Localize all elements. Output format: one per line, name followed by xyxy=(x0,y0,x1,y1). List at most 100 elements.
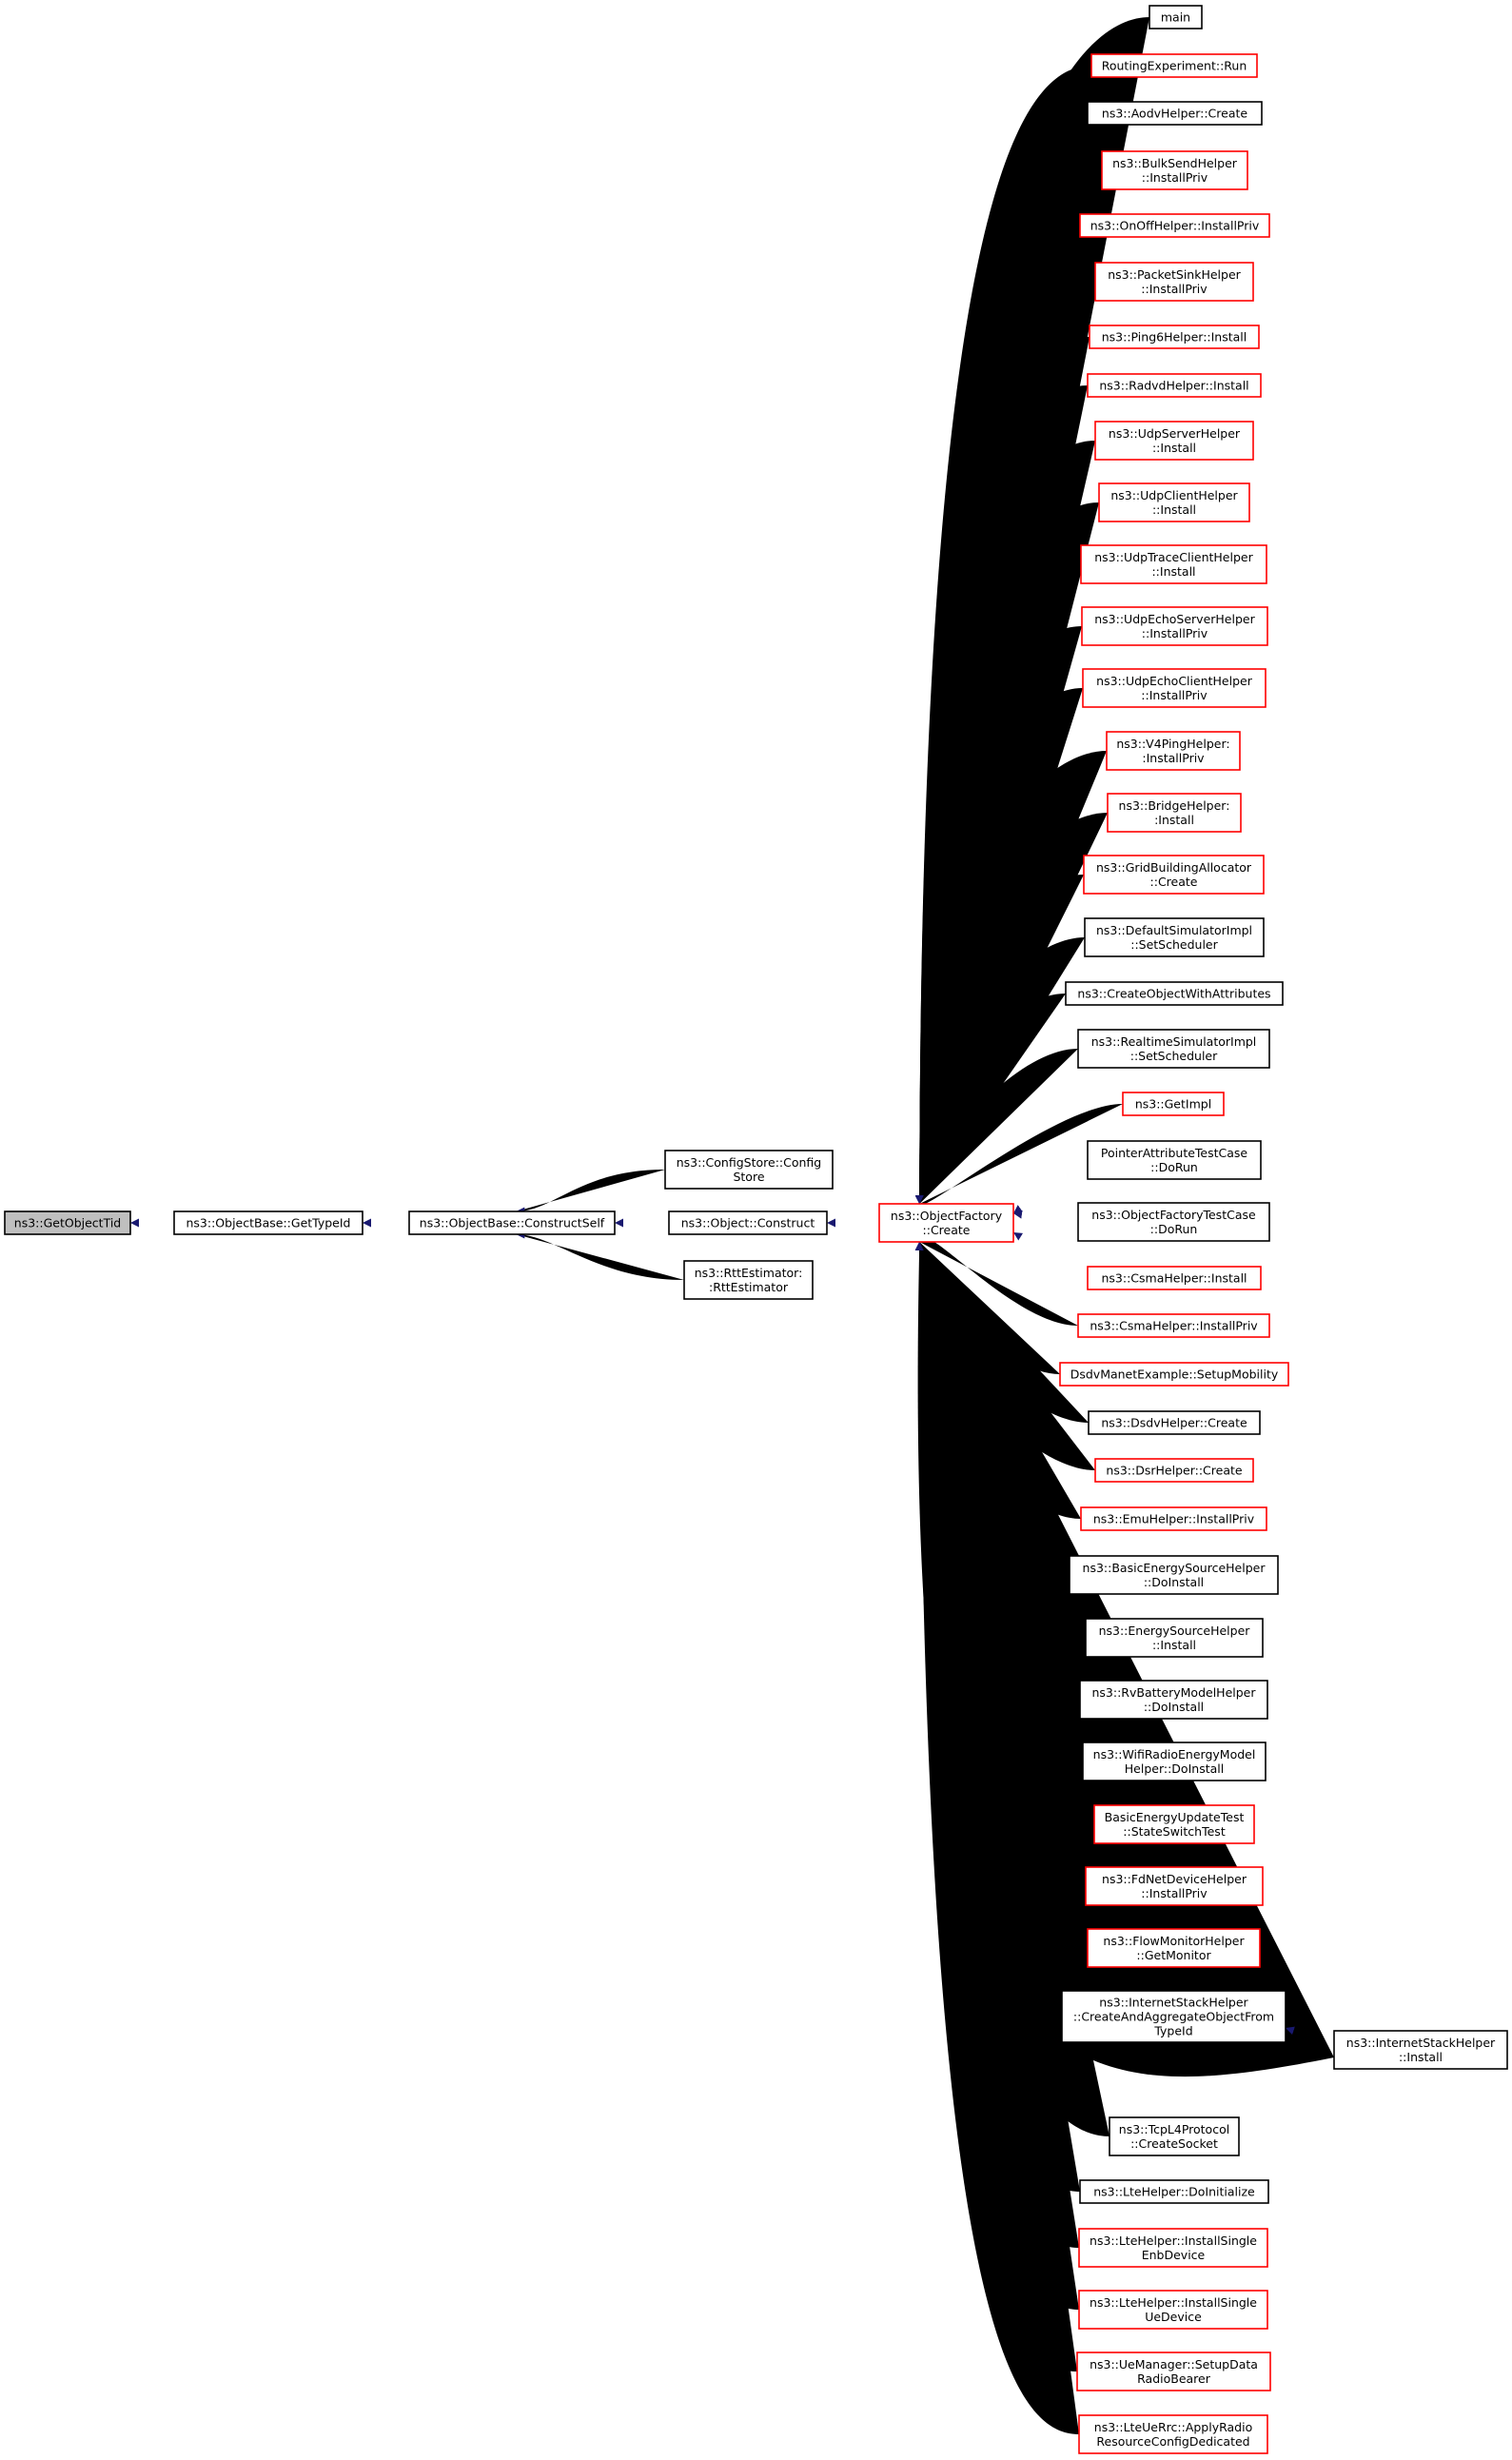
node-dsrhelper-create[interactable]: ns3::DsrHelper::Create xyxy=(1094,1458,1254,1483)
node-csmahelper-installpriv[interactable]: ns3::CsmaHelper::InstallPriv xyxy=(1077,1313,1270,1338)
node-ltehelper-doinitialize[interactable]: ns3::LteHelper::DoInitialize xyxy=(1079,2179,1269,2204)
node-main[interactable]: main xyxy=(1149,5,1203,30)
node-objectbase-constructself[interactable]: ns3::ObjectBase::ConstructSelf xyxy=(408,1210,616,1235)
node-label: ns3::RttEstimator: xyxy=(695,1266,803,1280)
node-dsdvhelper-create[interactable]: ns3::DsdvHelper::Create xyxy=(1088,1410,1261,1435)
node-label: ::InstallPriv xyxy=(1141,688,1208,702)
node-label: ::GetMonitor xyxy=(1136,1948,1211,1962)
node-tcpl4protocol-createsocket[interactable]: ns3::TcpL4Protocol::CreateSocket xyxy=(1109,2116,1240,2156)
node-objectfactorytestcase-dorun[interactable]: ns3::ObjectFactoryTestCase::DoRun xyxy=(1077,1202,1270,1242)
node-label: ns3::BulkSendHelper xyxy=(1112,156,1238,170)
node-label: ::Create xyxy=(1150,875,1198,889)
node-label: ns3::Ping6Helper::Install xyxy=(1102,330,1247,344)
node-label: DsdvManetExample::SetupMobility xyxy=(1070,1368,1279,1382)
node-aodvhelper-create[interactable]: ns3::AodvHelper::Create xyxy=(1087,101,1263,126)
node-box xyxy=(668,1210,828,1235)
node-dsdvmanetexample-setupmobility[interactable]: DsdvManetExample::SetupMobility xyxy=(1059,1362,1289,1387)
node-realtimesimulatorimpl-setscheduler[interactable]: ns3::RealtimeSimulatorImpl::SetScheduler xyxy=(1077,1029,1270,1069)
node-bridgehelper-install[interactable]: ns3::BridgeHelper::Install xyxy=(1107,793,1242,833)
node-objectbase-gettypeid[interactable]: ns3::ObjectBase::GetTypeId xyxy=(173,1210,363,1235)
node-wifiradioenergymodelhelper-doinstall[interactable]: ns3::WifiRadioEnergyModelHelper::DoInsta… xyxy=(1082,1742,1267,1781)
node-bulksendhelper-installpriv[interactable]: ns3::BulkSendHelper::InstallPriv xyxy=(1101,150,1248,190)
node-udptraceclienthelper-install[interactable]: ns3::UdpTraceClientHelper::Install xyxy=(1080,544,1267,584)
node-box xyxy=(1333,2030,1508,2070)
node-label: :InstallPriv xyxy=(1142,751,1205,765)
node-label: ::SetScheduler xyxy=(1130,1049,1218,1063)
node-label: ns3::DefaultSimulatorImpl xyxy=(1096,923,1252,937)
node-flowmonitorhelper-getmonitor[interactable]: ns3::FlowMonitorHelper::GetMonitor xyxy=(1087,1928,1261,1968)
node-label: ns3::WifiRadioEnergyModel xyxy=(1093,1747,1256,1761)
node-label: ns3::UdpEchoClientHelper xyxy=(1096,674,1253,688)
node-internetstackhelper-createandaggregate[interactable]: ns3::InternetStackHelper::CreateAndAggre… xyxy=(1061,1990,1286,2043)
node-label: ns3::LteUeRrc::ApplyRadio xyxy=(1094,2420,1252,2434)
node-box xyxy=(1069,1555,1279,1595)
node-defaultsimulatorimpl-setscheduler[interactable]: ns3::DefaultSimulatorImpl::SetScheduler xyxy=(1084,917,1265,957)
node-csmahelper-install[interactable]: ns3::CsmaHelper::Install xyxy=(1087,1266,1262,1290)
node-objectfactory-create[interactable]: ns3::ObjectFactory::Create xyxy=(878,1203,1014,1243)
node-rvbatterymodelhelper-doinstall[interactable]: ns3::RvBatteryModelHelper::DoInstall xyxy=(1079,1680,1268,1720)
edge-dsdvhelper-create-to-objectfactory-create xyxy=(914,1242,1089,1423)
node-box xyxy=(1085,1618,1264,1658)
node-packetsinkhelper-installpriv[interactable]: ns3::PacketSinkHelper::InstallPriv xyxy=(1094,262,1254,302)
node-radvdhelper-install[interactable]: ns3::RadvdHelper::Install xyxy=(1087,373,1262,398)
node-label: ns3::V4PingHelper: xyxy=(1116,737,1229,751)
node-box xyxy=(408,1210,616,1235)
node-label: ns3::GridBuildingAllocator xyxy=(1096,860,1252,875)
node-label: ::InstallPriv xyxy=(1141,1886,1208,1900)
node-configstore[interactable]: ns3::ConfigStore::ConfigStore xyxy=(664,1150,834,1190)
node-box xyxy=(664,1150,834,1190)
node-pointerattributetestcase-dorun[interactable]: PointerAttributeTestCase::DoRun xyxy=(1087,1140,1262,1180)
node-box xyxy=(1077,1029,1270,1069)
node-lteuerrc-applyradioresourceconfigdedicated[interactable]: ns3::LteUeRrc::ApplyRadioResourceConfigD… xyxy=(1078,2414,1268,2454)
node-label: ns3::ObjectBase::ConstructSelf xyxy=(420,1216,605,1230)
node-emuhelper-installpriv[interactable]: ns3::EmuHelper::InstallPriv xyxy=(1080,1506,1267,1531)
edge-objectfactorytestcase-dorun-to-objectfactory-create xyxy=(1013,1210,1078,1222)
node-basicenergysourcehelper-doinstall[interactable]: ns3::BasicEnergySourceHelper::DoInstall xyxy=(1069,1555,1279,1595)
node-rttestimator[interactable]: ns3::RttEstimator::RttEstimator xyxy=(683,1260,814,1300)
node-label: ns3::RealtimeSimulatorImpl xyxy=(1091,1034,1257,1049)
node-label: ns3::FlowMonitorHelper xyxy=(1103,1934,1245,1948)
node-label: ns3::LteHelper::InstallSingle xyxy=(1090,2295,1257,2310)
node-box xyxy=(1094,1458,1254,1483)
node-ping6helper-install[interactable]: ns3::Ping6Helper::Install xyxy=(1089,325,1260,349)
node-fdnetdevicehelper-installpriv[interactable]: ns3::FdNetDeviceHelper::InstallPriv xyxy=(1085,1866,1264,1906)
node-basicenergyupdatetest-stateswitchtest[interactable]: BasicEnergyUpdateTest::StateSwitchTest xyxy=(1093,1804,1255,1844)
node-box xyxy=(1078,2414,1268,2454)
node-box xyxy=(1080,1506,1267,1531)
node-gridbuildingallocator-create[interactable]: ns3::GridBuildingAllocator::Create xyxy=(1083,855,1265,895)
node-label: :Install xyxy=(1154,813,1194,827)
node-label: Store xyxy=(733,1170,764,1184)
node-udpechoserverhelper-installpriv[interactable]: ns3::UdpEchoServerHelper::InstallPriv xyxy=(1081,606,1268,646)
node-internetstackhelper-install[interactable]: ns3::InternetStackHelper::Install xyxy=(1333,2030,1508,2070)
node-udpechoclienthelper-installpriv[interactable]: ns3::UdpEchoClientHelper::InstallPriv xyxy=(1082,668,1267,708)
node-getimpl[interactable]: ns3::GetImpl xyxy=(1122,1092,1225,1116)
node-label: ns3::PacketSinkHelper xyxy=(1108,267,1241,282)
node-box xyxy=(1087,1928,1261,1968)
node-object-construct[interactable]: ns3::Object::Construct xyxy=(668,1210,828,1235)
node-onoffhelper-installpriv[interactable]: ns3::OnOffHelper::InstallPriv xyxy=(1079,213,1270,238)
node-box xyxy=(1082,1742,1267,1781)
node-label: ns3::ConfigStore::Config xyxy=(677,1155,821,1170)
node-v4pinghelper-installpriv[interactable]: ns3::V4PingHelper::InstallPriv xyxy=(1106,731,1241,771)
node-label: ns3::UdpTraceClientHelper xyxy=(1094,550,1253,564)
node-udpserverhelper-install[interactable]: ns3::UdpServerHelper::Install xyxy=(1094,421,1254,461)
node-label: ns3::EnergySourceHelper xyxy=(1099,1624,1251,1638)
node-createobjectwithattributes[interactable]: ns3::CreateObjectWithAttributes xyxy=(1065,981,1284,1006)
node-label: ::Create xyxy=(923,1223,971,1237)
node-box xyxy=(878,1203,1014,1243)
node-label: ::InstallPriv xyxy=(1142,626,1208,640)
node-box xyxy=(1079,1680,1268,1720)
node-energysourcehelper-install[interactable]: ns3::EnergySourceHelper::Install xyxy=(1085,1618,1264,1658)
node-udpclienthelper-install[interactable]: ns3::UdpClientHelper::Install xyxy=(1098,482,1250,522)
node-box xyxy=(683,1260,814,1300)
node-label: Helper::DoInstall xyxy=(1125,1761,1224,1776)
node-label: ::Install xyxy=(1152,1638,1196,1652)
edge-dsrhelper-create-to-objectfactory-create xyxy=(914,1242,1095,1470)
node-label: ns3::ObjectFactory xyxy=(891,1209,1003,1223)
node-routingexperiment-run[interactable]: RoutingExperiment::Run xyxy=(1090,53,1258,78)
node-label: ::Install xyxy=(1152,441,1196,455)
